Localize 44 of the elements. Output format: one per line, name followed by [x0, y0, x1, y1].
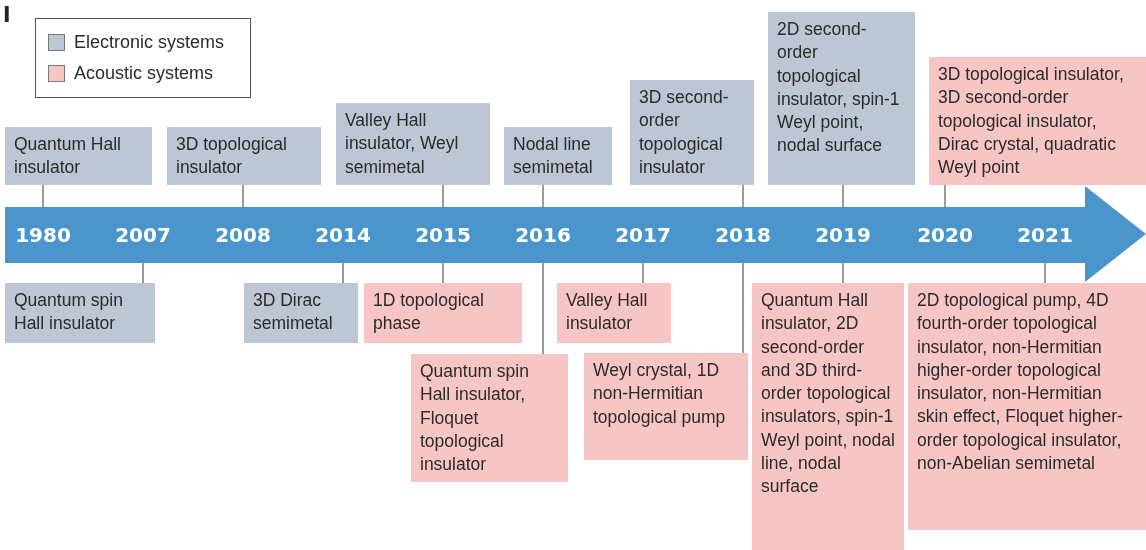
connector-line	[842, 184, 844, 208]
connector-line	[542, 262, 544, 355]
connector-line	[142, 262, 144, 284]
connector-line	[944, 184, 946, 208]
event-box: Quantum Hall insulator, 2D second-order and 3D third-order topological insulators, spin-1 Weyl point, nodal line, nodal surface	[752, 283, 904, 550]
year-label: 2014	[315, 223, 371, 247]
connector-line	[442, 262, 444, 284]
event-box: 2D topological pump, 4D fourth-order topological insulator, non-Hermitian higher-order topological insulator, non-Hermitian skin effect, Floquet higher-order topological insulator, non-Abelian semimetal	[908, 283, 1146, 530]
year-label: 2017	[615, 223, 671, 247]
event-box: 1D topological phase	[364, 283, 522, 343]
year-label: 2021	[1017, 223, 1073, 247]
connector-line	[542, 184, 544, 208]
connector-line	[642, 262, 644, 284]
year-label: 2019	[815, 223, 871, 247]
event-box: Valley Hall insulator, Weyl semimetal	[336, 103, 490, 185]
event-box: 2D second-order topological insulator, spin-1 Weyl point, nodal surface	[768, 12, 915, 185]
connector-line	[742, 184, 744, 208]
year-label: 2016	[515, 223, 571, 247]
year-label: 2020	[917, 223, 973, 247]
event-box: Quantum spin Hall insulator	[5, 283, 155, 343]
legend-label: Electronic systems	[74, 32, 225, 53]
event-box: Weyl crystal, 1D non-Hermitian topological pump	[584, 353, 748, 460]
connector-line	[242, 184, 244, 208]
event-box: 3D second-order topological insulator	[630, 80, 754, 185]
connector-line	[1044, 262, 1046, 284]
event-box: 3D topological insulator, 3D second-order topological insulator, Dirac crystal, quadratic Weyl point	[929, 57, 1146, 185]
year-label: 1980	[15, 223, 71, 247]
panel-letter: l	[3, 2, 11, 27]
connector-line	[742, 262, 744, 354]
event-box: Quantum spin Hall insulator, Floquet topological insulator	[411, 354, 568, 482]
year-label: 2015	[415, 223, 471, 247]
event-box: Quantum Hall insulator	[5, 127, 152, 185]
year-label: 2018	[715, 223, 771, 247]
event-box: Nodal line semimetal	[504, 127, 612, 185]
year-label: 2007	[115, 223, 171, 247]
connector-line	[342, 262, 344, 284]
connector-line	[442, 184, 444, 208]
event-box: 3D Dirac semimetal	[244, 283, 358, 343]
connector-line	[842, 262, 844, 284]
event-box: 3D topological insulator	[167, 127, 321, 185]
year-label: 2008	[215, 223, 271, 247]
legend-label: Acoustic systems	[74, 63, 214, 84]
connector-line	[42, 184, 44, 208]
event-box: Valley Hall insulator	[557, 283, 671, 343]
